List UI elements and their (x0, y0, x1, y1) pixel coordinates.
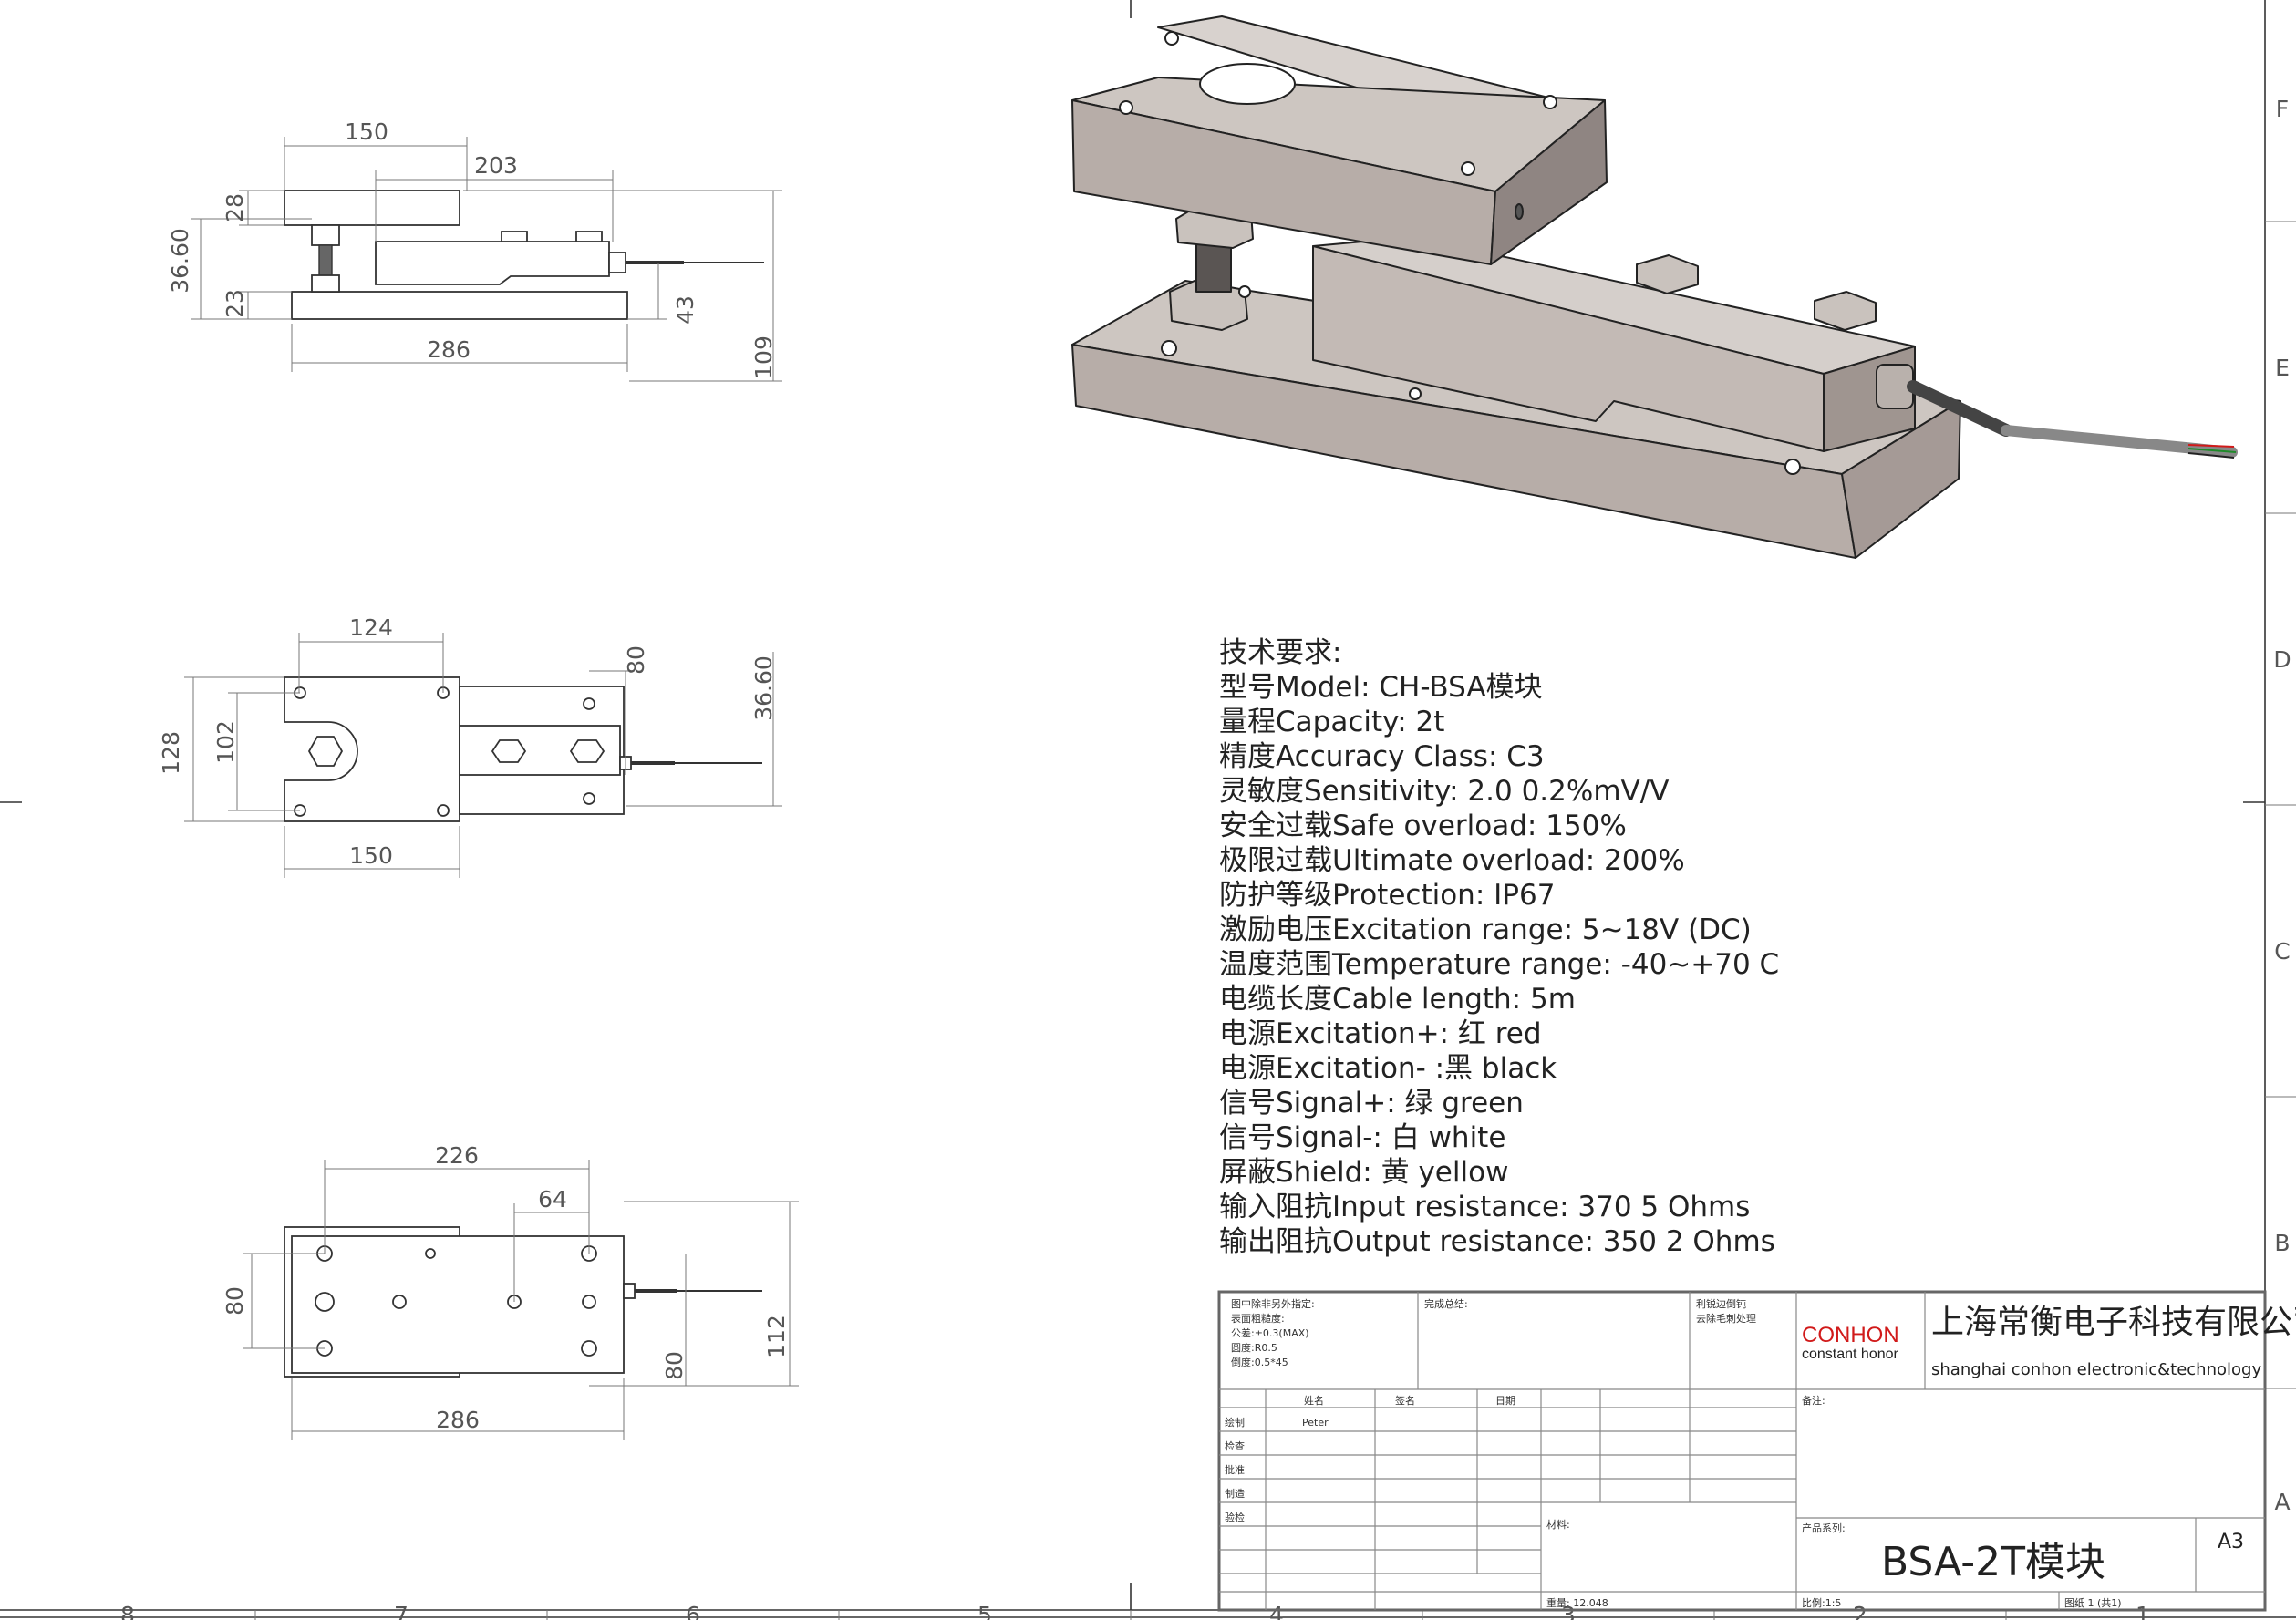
company-logo: CONHON (1802, 1323, 1899, 1347)
zone-row-label: F (2276, 96, 2289, 122)
product-name: BSA-2T模块 (1881, 1539, 2105, 1585)
cable-gland (608, 252, 626, 273)
spec-line: 电源Excitation- :黑 black (1219, 1052, 1557, 1085)
dimension-label: 226 (435, 1142, 479, 1169)
tb-finish-label: 完成总结: (1424, 1297, 1468, 1310)
tb-role: 检查 (1225, 1439, 1245, 1452)
top-plate (284, 190, 460, 226)
base-plate-outline (291, 1235, 625, 1374)
dimension-label: 36.60 (167, 228, 193, 294)
spec-line: 电缆长度Cable length: 5m (1219, 983, 1576, 1016)
hex-bolt (1814, 291, 1877, 331)
tb-sheet: 图纸 1 (共1) (2064, 1597, 2122, 1609)
title-block: 图中除非另外指定: 表面粗糙度: 公差:±0.3(MAX) 圆度:R0.5 倒度… (1217, 1290, 2296, 1612)
top-view: 124 80 36.60 128 102 150 (158, 614, 782, 878)
spec-line: 激励电压Excitation range: 5~18V (DC) (1219, 913, 1752, 946)
tb-remarks-label: 备注: (1802, 1394, 1825, 1407)
tb-drawn-by: Peter (1302, 1417, 1329, 1429)
tb-role: 批准 (1225, 1463, 1245, 1476)
spec-line: 安全过载Safe overload: 150% (1219, 810, 1627, 842)
dimension-label: 286 (427, 336, 471, 363)
tb-note: 圆度:R0.5 (1231, 1341, 1277, 1354)
hex-nut (311, 224, 340, 246)
dimension-label: 80 (222, 1286, 248, 1316)
technical-requirements: 技术要求: 型号Model: CH-BSA模块 量程Capacity: 2t 精… (1219, 636, 1779, 1258)
dimension-label: 286 (436, 1407, 480, 1433)
tb-col-header: 姓名 (1304, 1394, 1324, 1407)
zone-column-label: 8 (120, 1602, 135, 1620)
spec-line: 信号Signal-: 白 white (1219, 1121, 1505, 1154)
dimension-label: 23 (222, 289, 248, 318)
rod-bore (1199, 63, 1296, 105)
dimension-label: 109 (750, 335, 777, 379)
zone-column-label: 6 (686, 1602, 700, 1620)
tb-weight: 重量: 12.048 (1546, 1596, 1608, 1609)
spec-line: 型号Model: CH-BSA模块 (1219, 671, 1543, 704)
zone-column-label: 5 (977, 1602, 992, 1620)
dimension-label: 64 (538, 1186, 567, 1212)
tb-material-label: 材料: (1546, 1518, 1570, 1531)
tb-scale: 比例:1:5 (1802, 1596, 1841, 1609)
isometric-view (1071, 15, 2238, 559)
hex-bolt (1636, 254, 1699, 294)
spec-line: 极限过载Ultimate overload: 200% (1219, 844, 1685, 877)
zone-row-label: B (2274, 1230, 2290, 1256)
tb-col-header: 日期 (1495, 1395, 1515, 1407)
tb-deburr: 去除毛刺处理 (1696, 1312, 1756, 1325)
dimension-label: 80 (623, 645, 649, 675)
tb-role: 绘制 (1225, 1416, 1245, 1429)
spec-line: 温度范围Temperature range: -40~+70 C (1219, 948, 1779, 981)
tb-col-header: 签名 (1395, 1394, 1415, 1407)
spec-heading: 技术要求: (1219, 636, 1341, 669)
spec-line: 量程Capacity: 2t (1219, 706, 1444, 738)
front-view: 150 203 28 36.60 23 43 286 109 (167, 119, 782, 382)
tb-note: 图中除非另外指定: (1231, 1297, 1315, 1310)
tb-note: 公差:±0.3(MAX) (1231, 1326, 1309, 1339)
zone-column-label: 7 (394, 1602, 409, 1620)
tb-note: 表面粗糙度: (1231, 1312, 1285, 1325)
spec-line: 灵敏度Sensitivity: 2.0 0.2%mV/V (1219, 775, 1669, 808)
dimension-label: 128 (158, 731, 184, 775)
zone-row-label: C (2274, 938, 2290, 965)
spec-line: 电源Excitation+: 红 red (1219, 1017, 1542, 1050)
paper-size: A3 (2218, 1531, 2244, 1553)
base-plate (291, 291, 628, 320)
company-name-cn: 上海常衡电子科技有限公司 (1931, 1304, 2296, 1341)
dimension-label: 150 (349, 842, 393, 869)
zone-row-label: E (2275, 355, 2290, 381)
load-cell-beam (375, 241, 610, 285)
tb-role: 制造 (1225, 1487, 1245, 1500)
spec-line: 精度Accuracy Class: C3 (1219, 740, 1545, 773)
dimension-label: 102 (212, 720, 239, 764)
dimension-label: 124 (349, 614, 393, 641)
spec-line: 屏蔽Shield: 黄 yellow (1219, 1156, 1508, 1189)
dimension-label: 28 (222, 193, 248, 222)
spec-line: 防护等级Protection: IP67 (1219, 879, 1555, 912)
dimension-label: 150 (345, 119, 388, 145)
bottom-view: 226 64 80 112 80 286 (222, 1142, 799, 1440)
tb-deburr: 利锐边倒钝 (1696, 1297, 1746, 1310)
spec-line: 信号Signal+: 绿 green (1219, 1087, 1524, 1120)
zone-row-label: A (2274, 1489, 2290, 1515)
threaded-rod (318, 244, 333, 279)
spec-line: 输入阻抗Input resistance: 370 5 Ohms (1219, 1191, 1750, 1223)
company-name-en: shanghai conhon electronic&technology (1931, 1360, 2261, 1379)
hex-nut (1169, 280, 1248, 331)
tb-role: 验检 (1225, 1511, 1245, 1523)
dimension-label: 36.60 (750, 655, 777, 721)
dimension-label: 112 (763, 1315, 790, 1358)
hex-nut (307, 736, 344, 767)
dimension-label: 203 (474, 152, 518, 179)
spec-line: 输出阻抗Output resistance: 350 2 Ohms (1219, 1225, 1775, 1258)
tb-series-label: 产品系列: (1802, 1522, 1846, 1534)
company-logo-tagline: constant honor (1802, 1347, 1899, 1362)
tb-note: 倒度:0.5*45 (1231, 1356, 1288, 1368)
dimension-label: 80 (661, 1351, 688, 1380)
zone-row-label: D (2273, 646, 2291, 673)
dimension-label: 43 (672, 295, 698, 325)
